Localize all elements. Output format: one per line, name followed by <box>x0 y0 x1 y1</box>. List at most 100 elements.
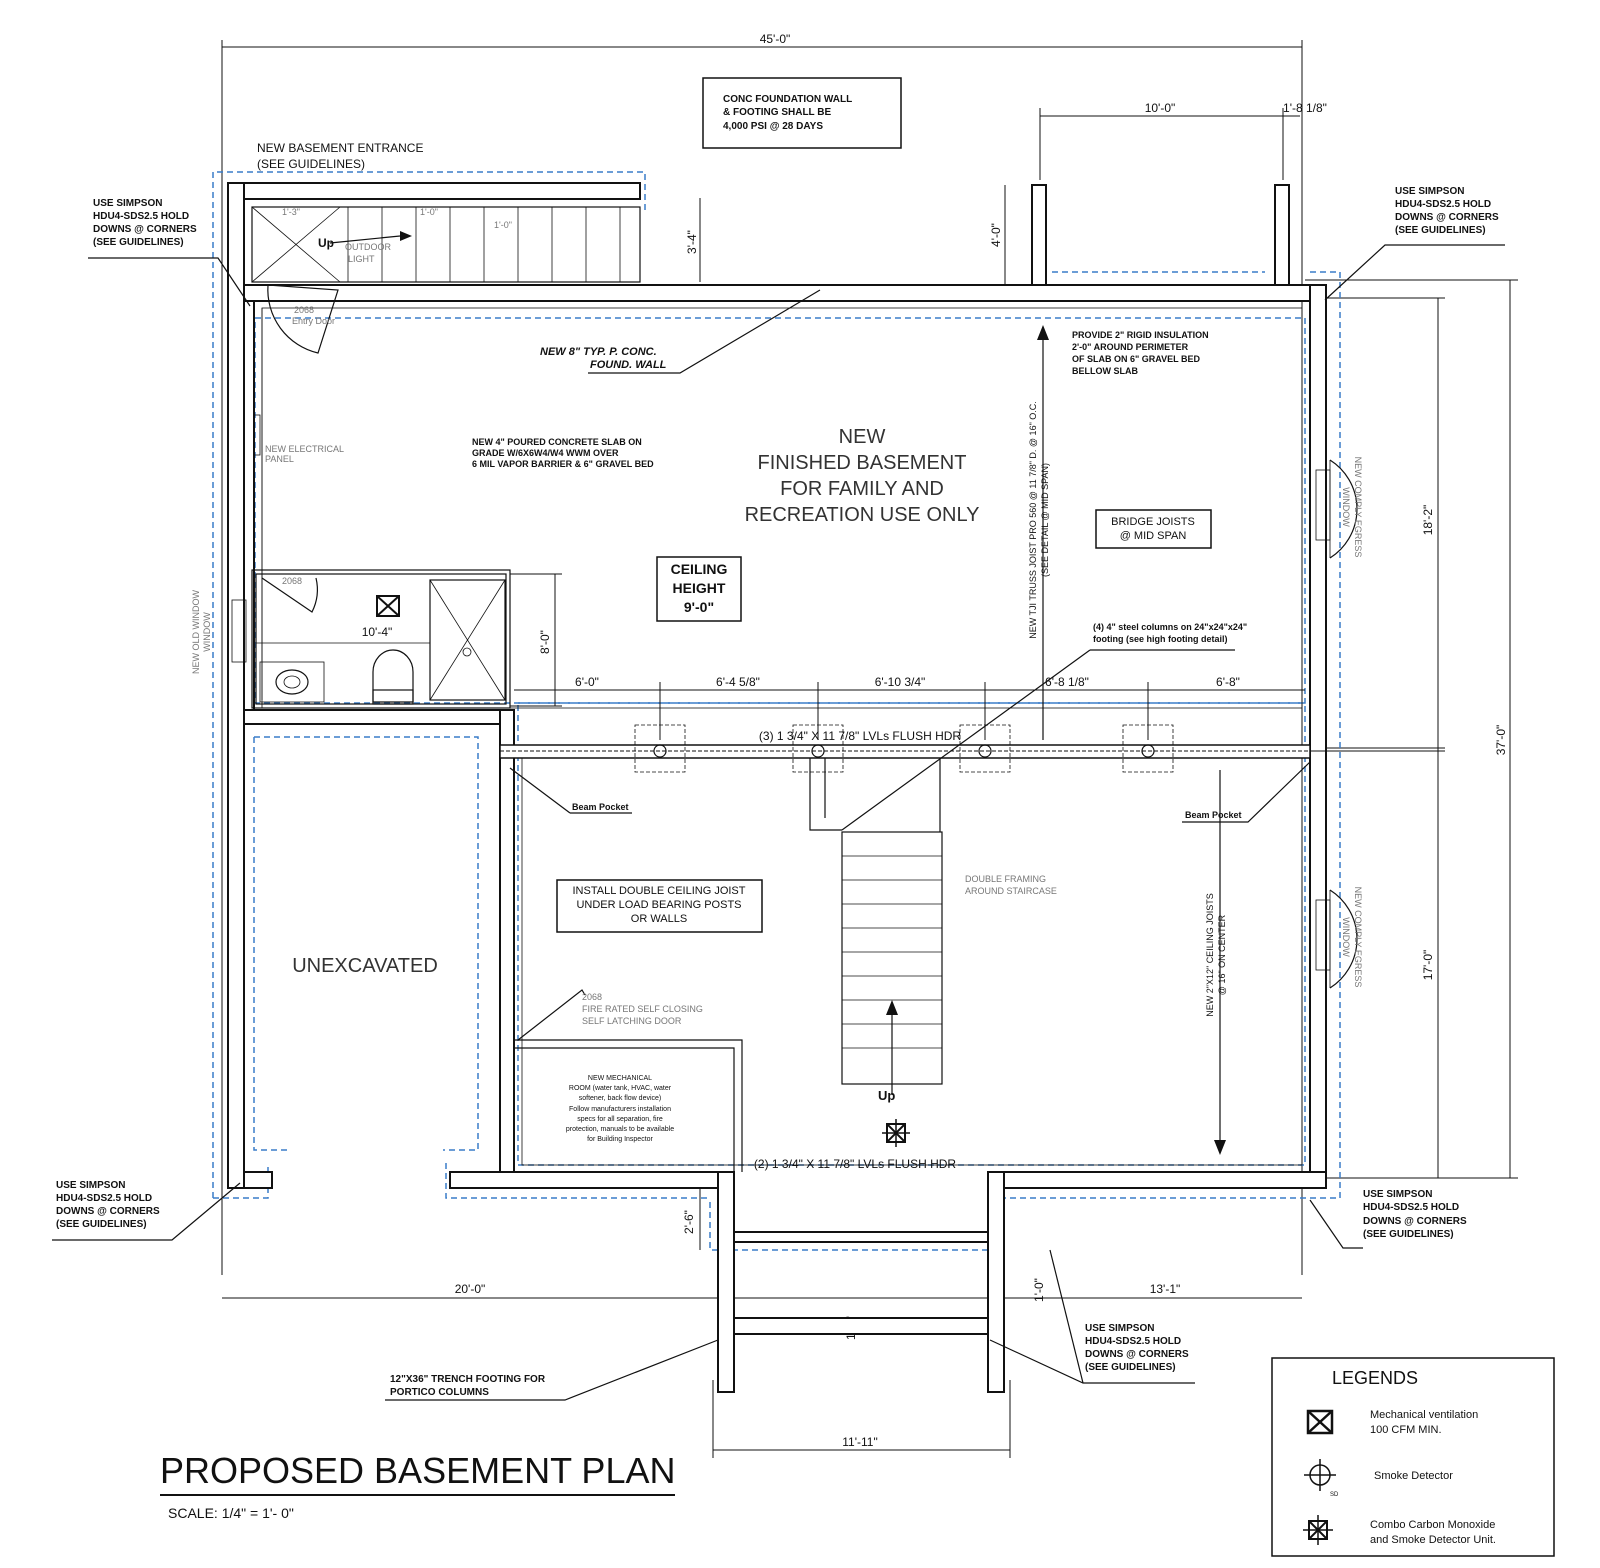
dim-step-2: 1'-0" <box>420 207 438 217</box>
dim-top-bay: 10'-0" <box>1145 101 1176 115</box>
dim-col-2: 6'-4 5/8" <box>716 675 760 689</box>
simpson-tl-l2: HDU4-SDS2.5 HOLD <box>93 211 189 222</box>
beam-pocket-left: Beam Pocket <box>572 802 629 812</box>
dim-step-3: 1'-0" <box>494 220 512 230</box>
simpson-tr-l2: HDU4-SDS2.5 HOLD <box>1395 199 1491 210</box>
steel-column-2 <box>811 744 825 758</box>
main-label-l1: NEW <box>839 426 886 448</box>
bridge-l2: @ MID SPAN <box>1120 530 1187 542</box>
dimension-overall-height: 37'-0" 18'-2" 17'-0" <box>1305 279 1518 1179</box>
dim-right-bottom: 17'-0" <box>1421 950 1435 981</box>
drawing-title: PROPOSED BASEMENT PLAN <box>160 1450 676 1496</box>
slab-l2: GRADE W/6X6W4/W4 WWM OVER <box>472 448 619 458</box>
main-label-l4: RECREATION USE ONLY <box>745 504 980 526</box>
mechanical-room <box>514 989 743 1172</box>
legend-sd-tag: SD <box>1330 1492 1339 1498</box>
co-smoke-combo-icon <box>1303 1515 1333 1545</box>
egress-window-bottom-l1: NEW COMPLY EGRESS <box>1353 887 1363 988</box>
dim-small-1: 1'-0" <box>1032 1278 1046 1302</box>
mech-l6: protection, manuals to be available <box>566 1126 674 1133</box>
bridge-l1: BRIDGE JOISTS <box>1111 516 1195 528</box>
beam-pocket-right: Beam Pocket <box>1185 810 1242 820</box>
unexcavated-label: UNEXCAVATED <box>292 955 438 977</box>
simpson-tl-l4: (SEE GUIDELINES) <box>93 237 184 248</box>
simpson-tr-l1: USE SIMPSON <box>1395 186 1464 197</box>
simpson-tl-l1: USE SIMPSON <box>93 198 162 209</box>
fire-door-code: 2068 <box>582 992 602 1002</box>
legend-item-1-l2: 100 CFM MIN. <box>1370 1424 1442 1436</box>
legend-item-3-l2: and Smoke Detector Unit. <box>1370 1534 1496 1546</box>
mech-l3: softener, back flow device) <box>579 1095 662 1102</box>
columns-l2: footing (see high footing detail) <box>1093 634 1227 644</box>
double-joist-l3: OR WALLS <box>631 913 687 925</box>
insulation-l2: 2'-0" AROUND PERIMETER <box>1072 342 1189 352</box>
bottom-left-stub <box>243 1171 273 1189</box>
simpson-bc-l2: HDU4-SDS2.5 HOLD <box>1085 1336 1181 1347</box>
entry-door: 2068 Entry Door <box>267 284 339 354</box>
dim-bath-width: 10'-4" <box>362 625 393 639</box>
co-smoke-detector-plan-icon <box>882 1119 910 1147</box>
simpson-bl-l1: USE SIMPSON <box>56 1180 125 1191</box>
dim-top-right: 1'-8 1/8" <box>1283 101 1327 115</box>
slab-l3: 6 MIL VAPOR BARRIER & 6" GRAVEL BED <box>472 459 654 469</box>
mech-l2: ROOM (water tank, HVAC, water <box>569 1085 672 1092</box>
egress-window-top-l2: WINDOW <box>1341 487 1351 527</box>
electrical-panel <box>253 414 261 456</box>
fire-door-l2: SELF LATCHING DOOR <box>582 1016 682 1026</box>
mech-l4: Follow manufacturers installation <box>569 1106 671 1113</box>
dim-col-5: 6'-8" <box>1216 675 1240 689</box>
double-joist-l1: INSTALL DOUBLE CEILING JOIST <box>573 885 746 897</box>
legend-item-2-l1: Smoke Detector <box>1374 1470 1453 1482</box>
double-joist-box <box>556 879 763 933</box>
dim-col-3: 6'-10 3/4" <box>875 675 926 689</box>
left-wall <box>227 182 245 1189</box>
up-label-stair: Up <box>878 1088 895 1103</box>
dim-bath-height: 8'-0" <box>538 630 552 654</box>
portico-footing <box>733 1317 989 1335</box>
foundation-note-l2: & FOOTING SHALL BE <box>723 107 831 118</box>
bottom-wall-left <box>449 1171 721 1189</box>
double-framing-l1: DOUBLE FRAMING <box>965 874 1046 884</box>
found-wall-l1: NEW 8" TYP. P. CONC. <box>540 346 657 358</box>
legend: LEGENDS Mechanical ventilation 100 CFM M… <box>1271 1357 1555 1557</box>
steel-column-3 <box>978 744 992 758</box>
bath-door-code: 2068 <box>282 576 302 586</box>
column-footing-4 <box>1122 724 1174 773</box>
entry-door-label: Entry Door <box>292 316 335 326</box>
foundation-note-l3: 4,000 PSI @ 28 DAYS <box>723 121 823 132</box>
entrance-note-l2: (SEE GUIDELINES) <box>257 157 365 171</box>
egress-window-top-l1: NEW COMPLY EGRESS <box>1353 457 1363 558</box>
simpson-bc-l3: DOWNS @ CORNERS <box>1085 1349 1189 1360</box>
truss-joist-label-l1: NEW TJI TRUSS JOIST PRO 560 @ 11 7/8" D.… <box>1028 401 1038 639</box>
leader-lines <box>52 244 1505 1401</box>
bridge-joists-box <box>1095 509 1212 549</box>
entrance-top-wall <box>227 182 641 200</box>
entry-door-code: 2068 <box>294 305 314 315</box>
egress-window-bottom-l2: WINDOW <box>1341 917 1351 957</box>
simpson-bl-l3: DOWNS @ CORNERS <box>56 1206 160 1217</box>
portico-right <box>987 1171 1005 1393</box>
bath-vent-icon <box>376 595 400 617</box>
insulation-l3: OF SLAB ON 6" GRAVEL BED <box>1072 354 1200 364</box>
mech-l7: for Building Inspector <box>587 1136 653 1143</box>
steel-column-4 <box>1141 744 1155 758</box>
truss-joist-label-l2: (SEE DETAIL @ MID SPAN) <box>1040 463 1050 577</box>
toilet <box>372 649 414 703</box>
ceiling-l3: 9'-0" <box>684 599 714 615</box>
dim-bottom-right: 13'-1" <box>1150 1282 1181 1296</box>
unexcavated-top-wall <box>243 709 515 725</box>
legend-item-3-l1: Combo Carbon Monoxide <box>1370 1519 1495 1531</box>
simpson-br-l4: (SEE GUIDELINES) <box>1363 1229 1454 1240</box>
right-wall <box>1309 284 1327 1189</box>
column-footing-2 <box>792 724 844 773</box>
main-label-l3: FOR FAMILY AND <box>780 478 944 500</box>
left-window-l2: WINDOW <box>202 612 212 652</box>
egress-window-bottom <box>1315 889 1358 989</box>
shower <box>429 579 506 701</box>
simpson-bc-l1: USE SIMPSON <box>1085 1323 1154 1334</box>
smoke-detector-icon <box>1304 1459 1336 1491</box>
double-joist-l2: UNDER LOAD BEARING POSTS <box>576 899 741 911</box>
bay-left-wall <box>1031 184 1047 286</box>
found-wall-l2: FOUND. WALL <box>590 359 667 371</box>
